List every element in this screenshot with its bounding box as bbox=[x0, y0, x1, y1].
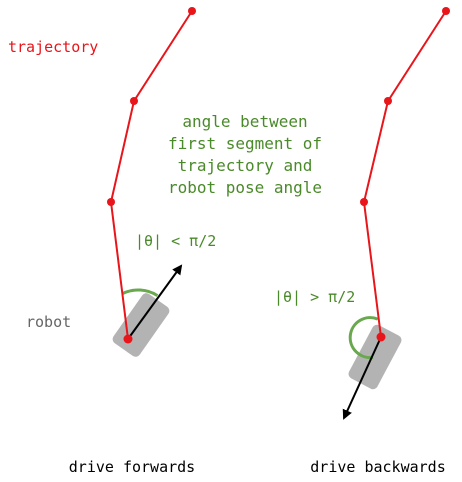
theta-backward-label: |θ| > π/2 bbox=[274, 288, 355, 306]
pose-arrow-backward bbox=[342, 336, 382, 420]
caption-drive-backwards: drive backwards bbox=[310, 458, 445, 476]
angle-note: angle between first segment of trajector… bbox=[168, 112, 322, 197]
robot-body-forward bbox=[112, 293, 170, 357]
forward-scenario bbox=[107, 7, 196, 357]
angle-arc-backward bbox=[348, 316, 379, 360]
trajectory-point-backward-1 bbox=[360, 198, 368, 206]
trajectory-point-backward-2 bbox=[384, 97, 392, 105]
robot-label: robot bbox=[26, 313, 71, 331]
trajectory-path-forward bbox=[109, 10, 193, 340]
angle-note-line-3: trajectory and bbox=[178, 156, 313, 175]
backward-scenario bbox=[342, 7, 450, 420]
angle-note-line-4: robot pose angle bbox=[168, 178, 322, 197]
caption-drive-forwards: drive forwards bbox=[69, 458, 195, 476]
trajectory-point-forward-1 bbox=[107, 198, 115, 206]
pose-arrow-forward bbox=[127, 264, 183, 340]
trajectory-label: trajectory bbox=[8, 38, 98, 56]
angle-note-line-2: first segment of bbox=[168, 134, 322, 153]
trajectory-point-forward-3 bbox=[188, 7, 196, 15]
theta-forward-label: |θ| < π/2 bbox=[135, 232, 216, 250]
trajectory-path-backward bbox=[362, 10, 447, 338]
robot-origin-backward bbox=[376, 332, 386, 342]
robot-origin-forward bbox=[123, 334, 133, 344]
robot-body-backward bbox=[348, 324, 402, 390]
angle-arc-forward bbox=[121, 288, 159, 297]
trajectory-point-forward-2 bbox=[130, 97, 138, 105]
trajectory-point-backward-3 bbox=[442, 7, 450, 15]
angle-note-line-1: angle between bbox=[182, 112, 307, 131]
